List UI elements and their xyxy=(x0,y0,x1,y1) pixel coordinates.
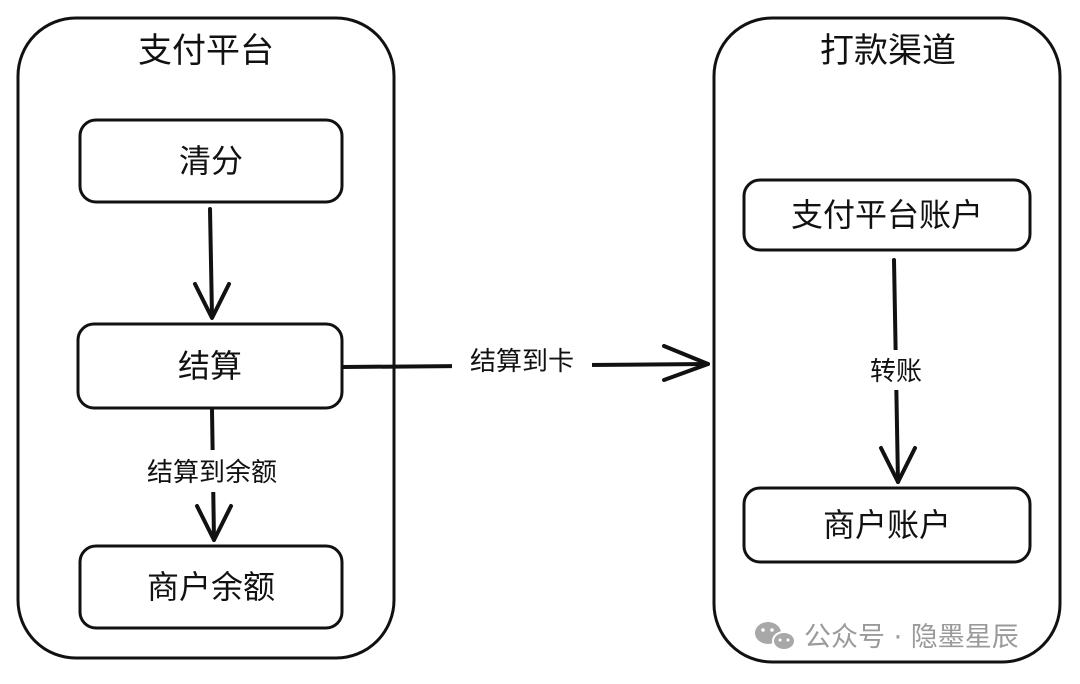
edge-label-platform-to-merchant: 转账 xyxy=(870,357,922,387)
node-platform-account: 支付平台账户 xyxy=(742,178,1032,252)
payout-channel-title: 打款渠道 xyxy=(820,31,956,71)
edge-clearing-to-settlement xyxy=(193,207,231,320)
node-settlement: 结算 xyxy=(76,322,344,410)
node-clearing: 清分 xyxy=(78,118,344,204)
wechat-icon xyxy=(755,622,796,651)
arrowhead xyxy=(879,446,917,484)
watermark-text: 公众号 · 隐墨星辰 xyxy=(804,622,1019,653)
payout-channel-frame xyxy=(712,16,1062,664)
edge-label-settlement-to-balance: 结算到余额 xyxy=(147,458,277,488)
edge-line xyxy=(208,207,214,318)
arrowhead xyxy=(195,504,233,542)
edge-platform-to-merchant: 转账 xyxy=(856,258,936,484)
node-settlement-box xyxy=(76,322,344,410)
edge-settlement-to-balance: 结算到余额 xyxy=(128,408,296,542)
edge-label-background xyxy=(452,340,592,382)
edge-label-background xyxy=(856,350,936,390)
node-platform-account-box xyxy=(742,178,1032,252)
arrowhead xyxy=(193,282,231,320)
payout-channel-container: 打款渠道 xyxy=(712,16,1062,664)
payment-platform-title: 支付平台 xyxy=(138,31,274,71)
node-merchant-account-label: 商户账户 xyxy=(823,506,951,544)
node-platform-account-label: 支付平台账户 xyxy=(791,196,983,234)
edge-label-background xyxy=(128,450,296,492)
node-merchant-account-box xyxy=(742,486,1032,564)
node-clearing-label: 清分 xyxy=(179,142,243,180)
node-clearing-box xyxy=(78,118,344,204)
edge-settlement-to-card: 结算到卡 xyxy=(341,340,710,382)
node-settlement-label: 结算 xyxy=(178,347,242,385)
watermark: 公众号 · 隐墨星辰 xyxy=(755,622,1019,653)
arrowhead xyxy=(662,344,710,382)
node-merchant-balance-label: 商户余额 xyxy=(147,568,275,606)
node-merchant-account: 商户账户 xyxy=(742,486,1032,564)
node-merchant-balance-box xyxy=(78,544,344,630)
node-merchant-balance: 商户余额 xyxy=(78,544,344,630)
edge-label-settlement-to-card: 结算到卡 xyxy=(470,347,574,377)
